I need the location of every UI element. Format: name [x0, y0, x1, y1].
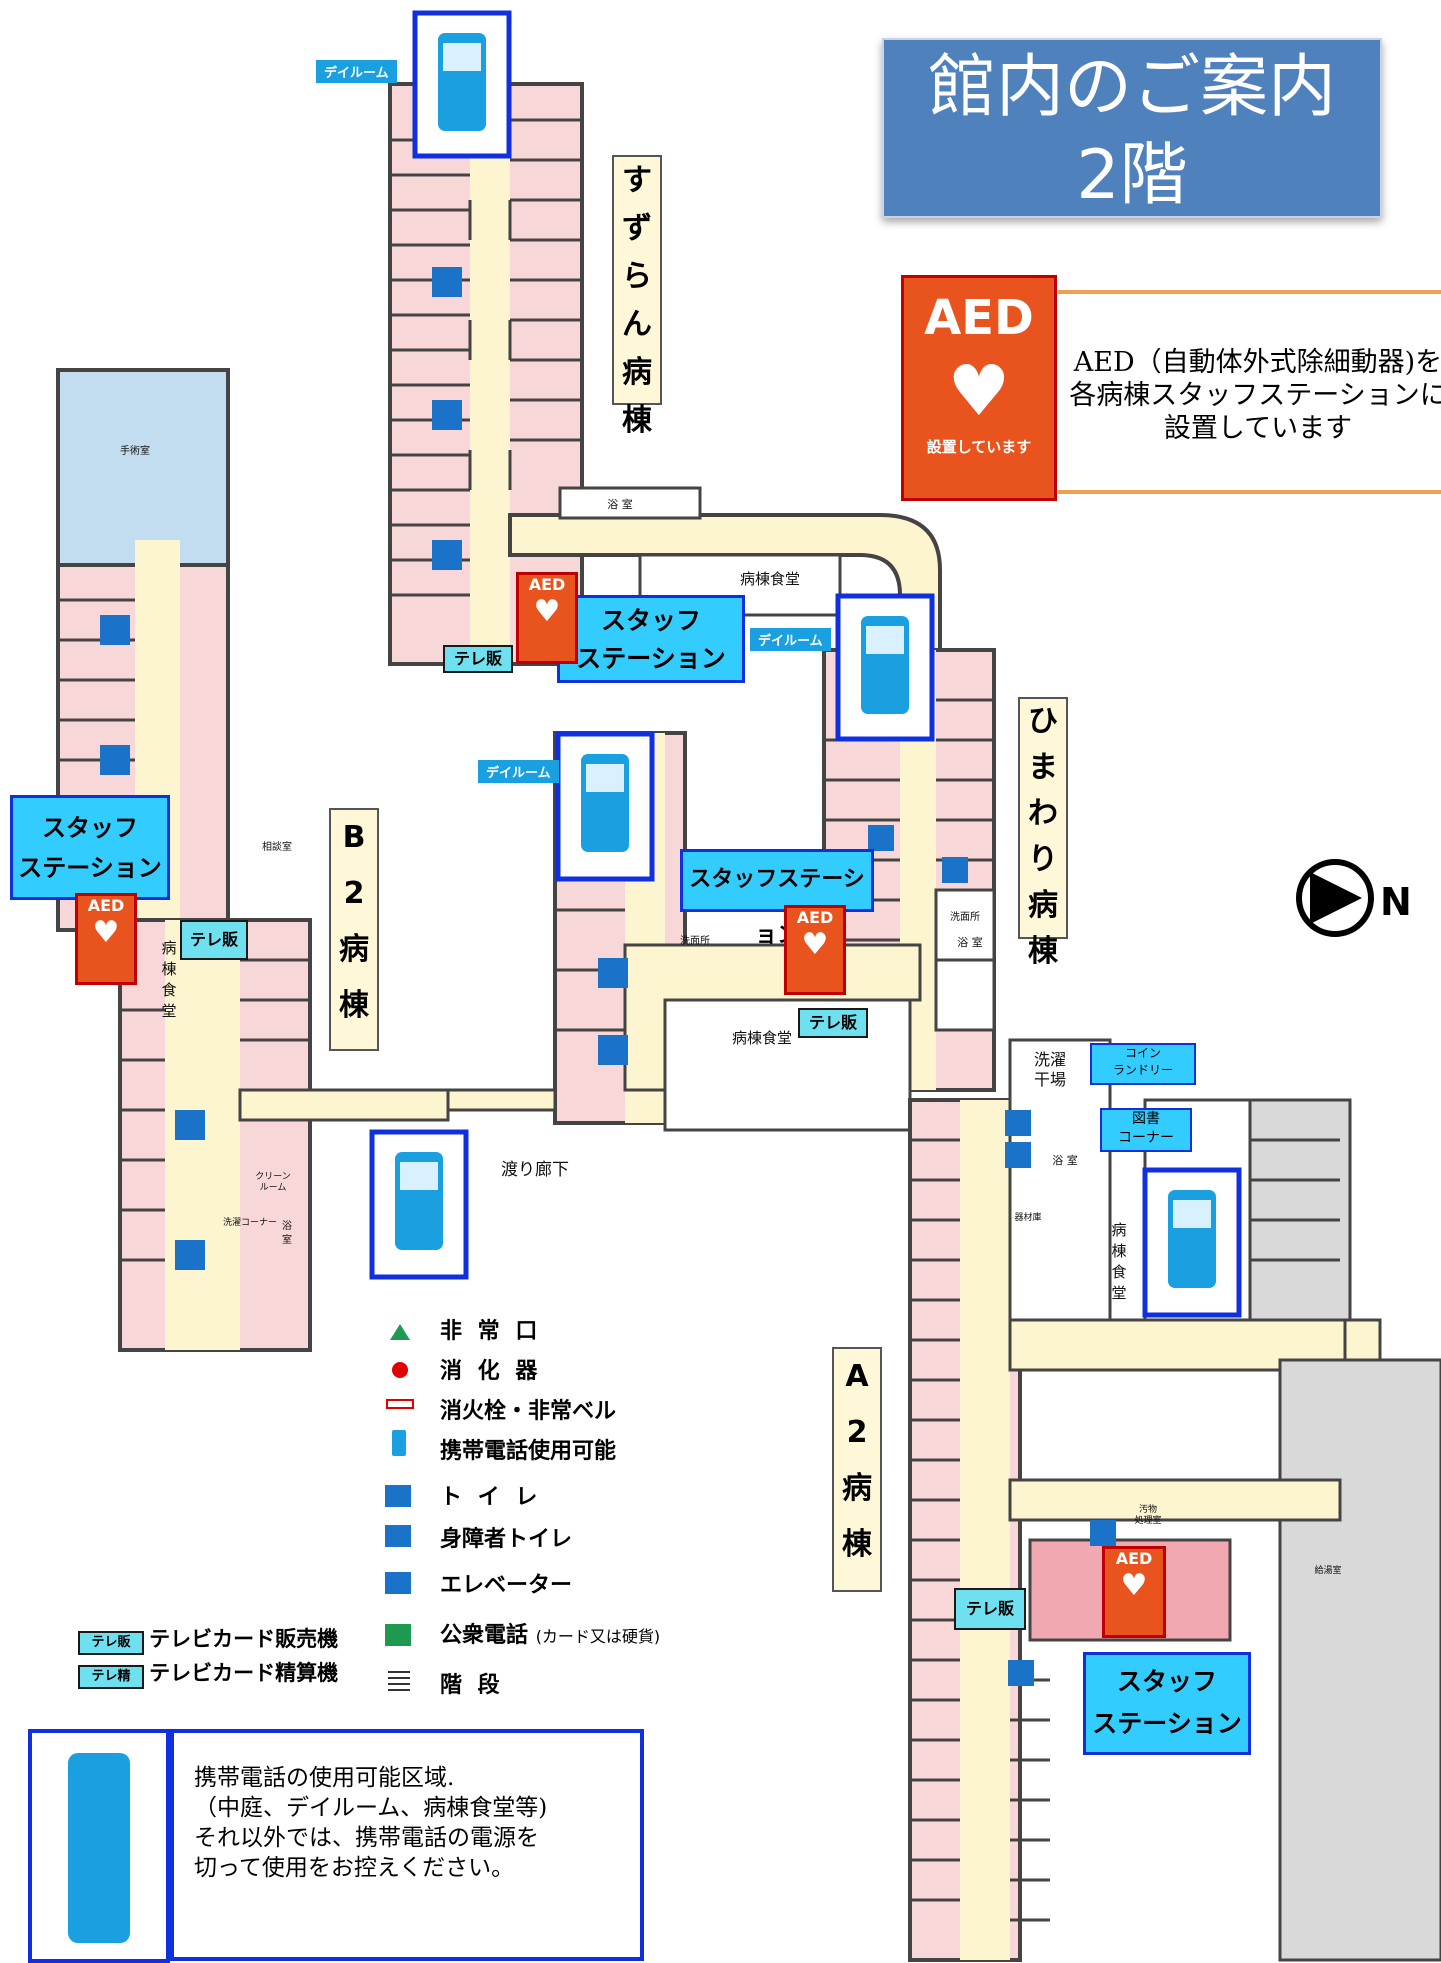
ward-dining-middle: 病棟食堂 — [731, 1029, 792, 1047]
staff-station-himawari[interactable]: スタッフステーション — [680, 849, 874, 948]
suzuran-wing — [388, 82, 584, 666]
corridor-label: 渡り廊下 — [501, 1160, 569, 1180]
dayroom-label-himawari: デイルーム — [750, 628, 831, 651]
clean-room: クリーン ルーム — [255, 1172, 291, 1193]
staff-station-b2[interactable]: スタッフ ステーション — [10, 795, 170, 900]
tv-settle-legend: テレビカード精算機 — [149, 1661, 339, 1685]
compass-north-label: N — [1380, 880, 1412, 924]
consult-room: 相談室 — [262, 842, 292, 853]
floor-title-line1: 館内のご案内 — [927, 48, 1336, 127]
phone-zone-suzuran[interactable] — [412, 10, 512, 159]
aed-marker-a2: AED♥ — [1102, 1546, 1166, 1638]
aed-badge-sub: 設置しています — [926, 438, 1032, 456]
legend-elevator: エレベーター — [440, 1573, 573, 1598]
floor-title-line2: 2階 — [1076, 136, 1188, 215]
legend-tv-cards: テレ販 テレビカード販売機 テレ精 テレビカード精算機 — [78, 1623, 338, 1691]
ward-label-b2: B 2 病 棟 — [329, 808, 379, 1051]
staff-station-a2[interactable]: スタッフ ステーション — [1083, 1652, 1251, 1755]
heart-icon: ♥ — [947, 350, 1011, 432]
ward-label-himawari: ひまわり病棟 — [1018, 697, 1068, 969]
phone-usage-info: 携帯電話の使用可能区域. （中庭、デイルーム、病棟食堂等) それ以外では、携帯電… — [170, 1729, 644, 1961]
compass-icon — [1296, 859, 1374, 937]
laundry-drying-area: 洗濯 干場 — [1033, 1050, 1066, 1089]
tv-card-sales-a2[interactable]: テレ販 — [954, 1588, 1026, 1630]
ward-label-suzuran: すずらん病棟 — [612, 155, 662, 438]
hot-water-room: 給湯室 — [1314, 1566, 1342, 1576]
legend-toilet: ト イ レ — [440, 1485, 542, 1510]
bath-label-suzuran: 浴 室 — [607, 498, 633, 511]
bath-label-b2: 浴 室 — [282, 1221, 292, 1246]
tv-card-sales-himawari[interactable]: テレ販 — [798, 1008, 868, 1038]
legend-public-phone: 公衆電話 (カード又は硬貨) — [440, 1623, 661, 1648]
aed-badge-title: AED — [924, 290, 1034, 346]
aed-badge: AED ♥ 設置しています — [901, 275, 1057, 501]
tv-settle-badge: テレ精 — [78, 1665, 144, 1689]
aed-marker-b2: AED♥ — [75, 893, 137, 985]
legend-hydrant: 消火栓・非常ベル — [440, 1399, 617, 1424]
aed-marker-suzuran: AED♥ — [516, 572, 578, 664]
accessible-toilet-icons — [100, 267, 1116, 1686]
phone-zone-corridor[interactable] — [369, 1129, 469, 1280]
library-corner-label: 図書 コーナー — [1100, 1108, 1192, 1152]
legend-exit: 非 常 口 — [440, 1319, 542, 1344]
staff-station-suzuran[interactable]: スタッフ ステーション — [557, 595, 745, 683]
dayroom-label-suzuran: デイルーム — [316, 60, 397, 83]
bath-label-a2: 浴 室 — [1052, 1154, 1078, 1167]
aed-marker-himawari: AED♥ — [784, 905, 846, 995]
ward-label-a2: A 2 病 棟 — [832, 1347, 882, 1592]
phone-zone-legend-icon — [28, 1729, 170, 1963]
washroom-himawari: 洗面所 — [950, 912, 980, 923]
phone-zone-a2[interactable] — [1142, 1167, 1242, 1318]
tv-sales-badge: テレ販 — [78, 1631, 144, 1655]
tv-card-sales-suzuran[interactable]: テレ販 — [443, 645, 513, 673]
legend-accessible: 身障者トイレ — [440, 1527, 573, 1552]
phone-zone-middle[interactable] — [555, 731, 655, 882]
ward-dining-suzuran: 病棟食堂 — [739, 570, 800, 588]
bath-label-himawari: 浴 室 — [957, 936, 983, 949]
legend-extinguisher: 消 化 器 — [440, 1359, 542, 1384]
dayroom-label-middle: デイルーム — [478, 760, 559, 783]
coin-laundry-label: コイン ランドリー — [1090, 1043, 1196, 1085]
dirty-utility-room: 汚物 処理室 — [1134, 1505, 1162, 1526]
surgery-room: 手術室 — [120, 446, 150, 457]
storage-room: 器材庫 — [1014, 1213, 1042, 1223]
legend-stairs: 階 段 — [440, 1673, 504, 1698]
legend-symbols — [385, 1324, 414, 1691]
washroom-middle: 洗面所 — [680, 936, 710, 947]
aed-notice-text: AED（自動体外式除細動器)を 各病棟スタッフステーションに 設置しています — [1058, 290, 1441, 494]
ward-dining-b2: 病 棟 食 堂 — [161, 939, 177, 1020]
legend-phone-ok: 携帯電話使用可能 — [440, 1439, 617, 1464]
phone-zone-himawari[interactable] — [835, 593, 935, 742]
a2-wing — [908, 1038, 1441, 1962]
legend: 非 常 口 消 化 器 消火栓・非常ベル 携帯電話使用可能 ト イ レ 身障者ト… — [440, 1313, 660, 1707]
tv-sales-legend: テレビカード販売機 — [149, 1627, 339, 1651]
wash-corner: 洗濯コーナー — [222, 1218, 277, 1228]
legend-public-phone-note: (カード又は硬貨) — [535, 1627, 661, 1646]
ward-dining-a2: 病 棟 食 堂 — [1111, 1221, 1127, 1302]
floor-title: 館内のご案内 2階 — [882, 38, 1382, 218]
tv-card-sales-b2[interactable]: テレ販 — [180, 920, 248, 960]
